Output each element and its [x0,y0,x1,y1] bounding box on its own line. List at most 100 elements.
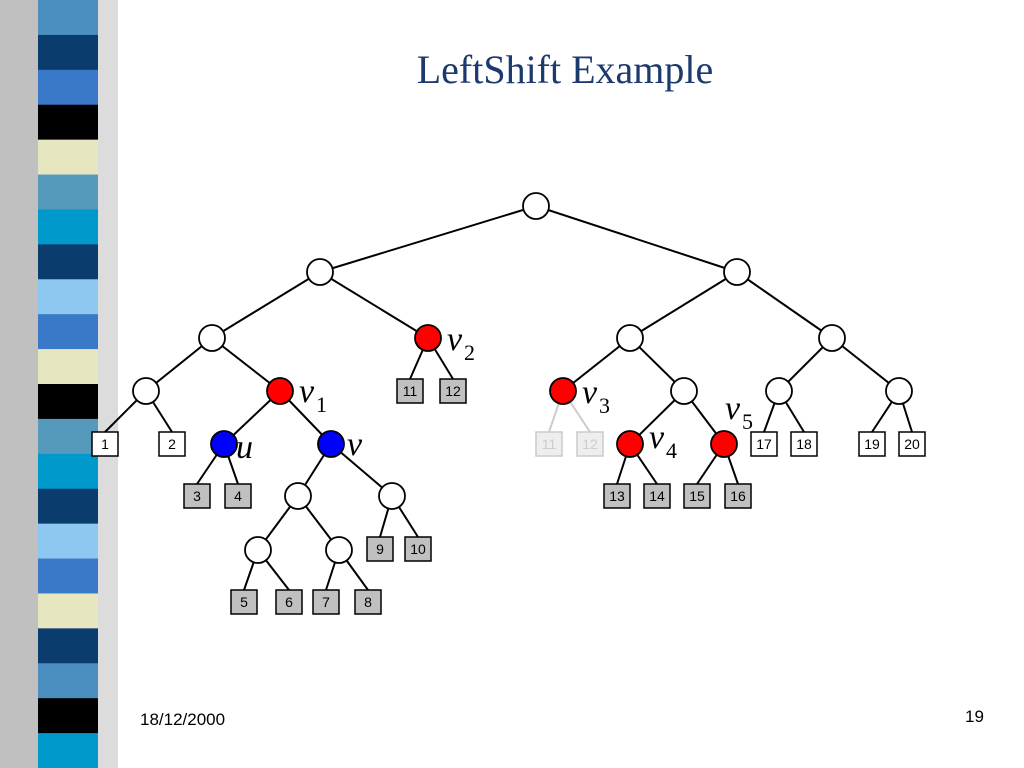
tree-node-v1 [266,377,294,405]
node-annotation-subscript: 5 [742,409,753,434]
leaf-label: 4 [234,488,242,504]
node-annotation-v4: v [649,419,665,456]
leaf-box [898,431,926,457]
slide-title: LeftShift Example [416,47,714,92]
leaf-box [858,431,886,457]
tree-node-n-lll [132,377,160,405]
tree-node-v4 [616,430,644,458]
leaf-label: 16 [730,488,746,504]
leaf-label: 3 [193,488,201,504]
page-number: 19 [965,707,984,726]
leaf-label: 14 [649,488,665,504]
tree-node-n-ll [198,324,226,352]
tree-edge [535,205,738,273]
decorative-side-bar [0,0,118,768]
side-bar-stripe [38,733,98,768]
tree-node-n-rrl [765,377,793,405]
tree-node-root [522,192,550,220]
ghost-leaf-label: 11 [542,436,557,452]
tree-node-u [210,430,238,458]
node-annotation-subscript: 2 [464,340,475,365]
leaf-box [750,431,778,457]
node-annotation-subscript: 1 [316,392,327,417]
tree-node-n-right [723,258,751,286]
side-bar-stripe [38,0,98,36]
side-bar-stripe [38,593,98,630]
leaf-label: 7 [322,594,330,610]
tree-node-n-rrr [885,377,913,405]
side-bar-stripe [38,314,98,351]
side-bar-stripe [38,453,98,490]
tree-edge [211,337,281,392]
side-bar-stripe [38,418,98,455]
tree-edge [736,271,833,339]
leaf-label: 15 [689,488,705,504]
tree-node-n-rr [818,324,846,352]
node-annotation-v5: v [725,390,741,427]
tree-node-v2 [414,324,442,352]
leaf-label: 1 [101,436,109,452]
leaf-box [158,431,186,457]
tree-edge [629,271,738,339]
leaf-label: 9 [376,541,384,557]
node-annotation-u: u [236,429,253,466]
node-annotation-subscript: 4 [666,438,677,463]
tree-edge [319,271,429,339]
leaf-box [396,378,424,404]
leaf-box [312,589,340,615]
side-bar-stripe [38,698,98,735]
side-bar-stripe [38,209,98,246]
side-bar-stripe [38,139,98,176]
tree-edge [562,337,631,392]
tree-edge [831,337,900,392]
side-bar-stripe [38,349,98,385]
node-annotation-v3: v [582,374,598,411]
leaf-label: 20 [904,436,920,452]
side-bar-stripe [38,628,98,665]
side-bar-stripe [38,244,98,281]
leaf-label: 2 [168,436,176,452]
leaf-box [683,483,711,509]
tree-node-v5 [710,430,738,458]
leaf-label: 12 [445,383,461,399]
tree-node-n-vlr [325,536,353,564]
side-bar-stripe [38,488,98,525]
leaf-box [724,483,752,509]
leaf-box [230,589,258,615]
side-bar-stripe [38,69,98,106]
side-bar-stripe [38,104,98,141]
tree-node-n-rl [616,324,644,352]
leaf-box [224,483,252,509]
leaf-box [366,536,394,562]
side-bar-stripe [38,384,98,420]
leaf-label: 18 [796,436,812,452]
leaf-label: 10 [410,541,426,557]
leaf-box [275,589,303,615]
ghost-leaf-label: 12 [582,436,598,452]
tree-node-n-vll [244,536,272,564]
ghost-leaf-box [576,431,604,457]
node-annotation-v1: v [299,373,315,410]
node-annotation-v: v [347,426,363,463]
leaf-label: 13 [609,488,625,504]
leaf-box [404,536,432,562]
leaf-label: 11 [403,383,418,399]
side-bar-stripe [38,279,98,316]
footer-date: 18/12/2000 [140,710,226,729]
leaf-label: 5 [240,594,248,610]
tree-node-n-left [306,258,334,286]
tree-node-n-vl [284,482,312,510]
leaf-box [790,431,818,457]
side-bar-stripe [38,558,98,595]
tree-edge [319,205,537,273]
tree-node-n-vr [378,482,406,510]
tree-node-v3 [549,377,577,405]
leaf-label: 19 [864,436,880,452]
leaf-box [91,431,119,457]
leaf-box [643,483,671,509]
ghost-leaf-box [535,431,563,457]
leaf-box [439,378,467,404]
leaf-box [603,483,631,509]
leaf-box [354,589,382,615]
